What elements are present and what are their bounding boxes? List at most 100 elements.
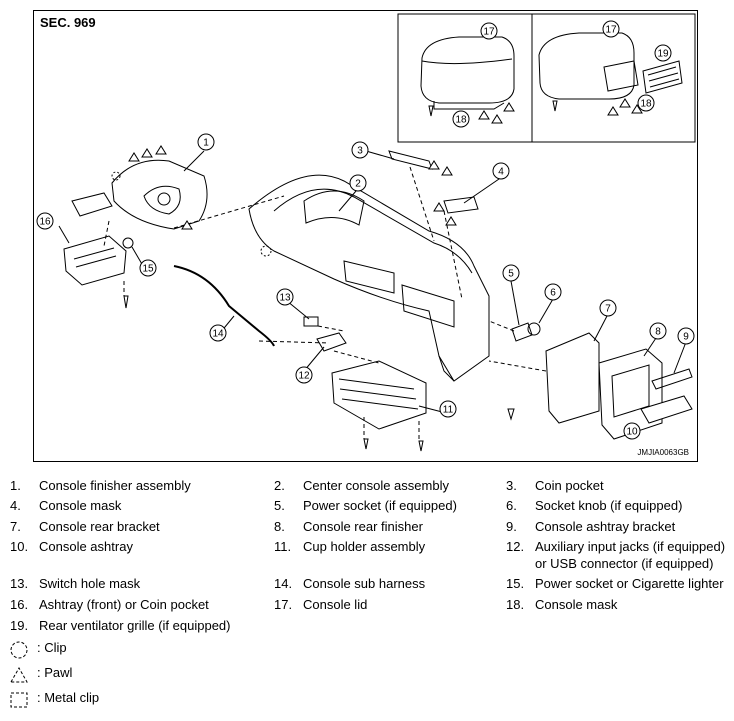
symbol-row-clip: : Clip (0, 640, 734, 662)
part-number: 17. (274, 597, 293, 612)
sub-harness-drawing (173, 265, 275, 347)
callout-8: 8 (649, 322, 667, 340)
front-ashtray-drawing (63, 192, 127, 286)
part-name: Console finisher assembly (39, 478, 191, 493)
assembly-leader-lines (103, 166, 547, 441)
callout-11: 11 (439, 400, 457, 418)
callout-label: 6 (550, 288, 556, 299)
callout-9: 9 (677, 327, 695, 345)
part-number: 5. (274, 498, 285, 513)
callout-label: 12 (298, 371, 310, 382)
callout-19: 19 (654, 44, 672, 62)
part-number: 10. (10, 539, 29, 554)
part-name: Power socket (if equipped) (303, 498, 457, 513)
legend-row: 1. Console finisher assembly 2. Center c… (0, 478, 734, 496)
legend-row: 4. Console mask 5. Power socket (if equi… (0, 498, 734, 516)
callout-6: 6 (544, 283, 562, 301)
exploded-diagram: SEC. 969 (33, 10, 698, 462)
pawl-icon (10, 666, 28, 683)
part-name: Rear ventilator grille (if equipped) (39, 618, 231, 633)
part-number: 12. (506, 539, 525, 554)
callout-2: 2 (349, 174, 367, 192)
legend-row-continuation: or USB connector (if equipped) (0, 556, 734, 574)
callout-15: 15 (139, 259, 157, 277)
rear-finisher-opening (611, 364, 650, 418)
legend-row: 7. Console rear bracket 8. Console rear … (0, 519, 734, 537)
console-mask-drawing (443, 196, 479, 214)
callout-4: 4 (492, 162, 510, 180)
part-name: Switch hole mask (39, 576, 141, 591)
switch-hole-mask-drawing (303, 316, 319, 327)
callout-label: 2 (355, 179, 361, 190)
callout-14: 14 (209, 324, 227, 342)
console-finisher-drawing (111, 159, 208, 230)
part-name: Console sub harness (303, 576, 426, 591)
callout-label: 17 (605, 25, 617, 36)
callout-10: 10 (623, 422, 641, 440)
callout-16: 16 (36, 212, 54, 230)
part-name: Auxiliary input jacks (if equipped) (535, 539, 726, 554)
part-number: 9. (506, 519, 517, 534)
callout-label: 14 (212, 329, 224, 340)
console-lid-drawing-right (538, 32, 683, 100)
console-lid-drawing-left (420, 36, 515, 110)
clip-markers (111, 171, 272, 257)
symbol-label: : Clip (37, 640, 67, 655)
callout-17: 17 (602, 20, 620, 38)
screw-icons (123, 100, 558, 452)
symbol-label: : Metal clip (37, 690, 100, 705)
callout-1: 1 (197, 133, 215, 151)
callout-label: 9 (683, 332, 689, 343)
callout-label: 3 (357, 146, 363, 157)
pawl-markers (128, 98, 643, 230)
rear-bracket-drawing (545, 332, 600, 424)
callout-label: 10 (626, 427, 638, 438)
power-socket-drawing (122, 237, 134, 249)
part-number: 6. (506, 498, 517, 513)
clip-icon (10, 641, 28, 659)
callout-label: 16 (39, 217, 51, 228)
part-name: Console mask (39, 498, 122, 513)
symbol-label: : Pawl (37, 665, 73, 680)
callout-label: 18 (455, 115, 467, 126)
section-label: SEC. 969 (40, 15, 96, 30)
callout-13: 13 (276, 288, 294, 306)
part-name: Console ashtray bracket (535, 519, 676, 534)
callout-label: 4 (498, 167, 504, 178)
part-name: Ashtray (front) or Coin pocket (39, 597, 209, 612)
coin-pocket-drawing (388, 150, 433, 170)
part-number: 16. (10, 597, 29, 612)
part-number: 18. (506, 597, 525, 612)
callout-5: 5 (502, 264, 520, 282)
part-name: Power socket or Cigarette lighter (535, 576, 724, 591)
callout-label: 13 (279, 293, 291, 304)
callout-3: 3 (351, 141, 369, 159)
console-ashtray-drawing (640, 395, 693, 424)
callout-label: 8 (655, 327, 661, 338)
inset-box (397, 13, 696, 143)
part-number: 2. (274, 478, 285, 493)
callout-12: 12 (295, 366, 313, 384)
part-number: 19. (10, 618, 29, 633)
callout-18: 18 (637, 94, 655, 112)
part-number: 11. (274, 539, 292, 554)
cup-holder-drawing (331, 360, 427, 430)
part-name-continued: or USB connector (if equipped) (535, 556, 714, 571)
callout-label: 7 (605, 304, 611, 315)
metal-clip-icon (10, 692, 28, 708)
callout-18: 18 (452, 110, 470, 128)
part-name: Console lid (303, 597, 368, 612)
callout-label: 1 (203, 138, 209, 149)
callout-label: 19 (657, 49, 669, 60)
socket-knob-drawing (527, 322, 541, 336)
figure-code: JMJIA0063GB (637, 448, 689, 457)
legend-row: 16. Ashtray (front) or Coin pocket 17. C… (0, 597, 734, 615)
part-number: 14. (274, 576, 293, 591)
part-number: 15. (506, 576, 525, 591)
symbol-row-metal-clip: : Metal clip (0, 690, 734, 712)
legend-row: 10. Console ashtray 11. Cup holder assem… (0, 539, 734, 557)
part-name: Console mask (535, 597, 618, 612)
center-console-drawing (248, 174, 490, 382)
